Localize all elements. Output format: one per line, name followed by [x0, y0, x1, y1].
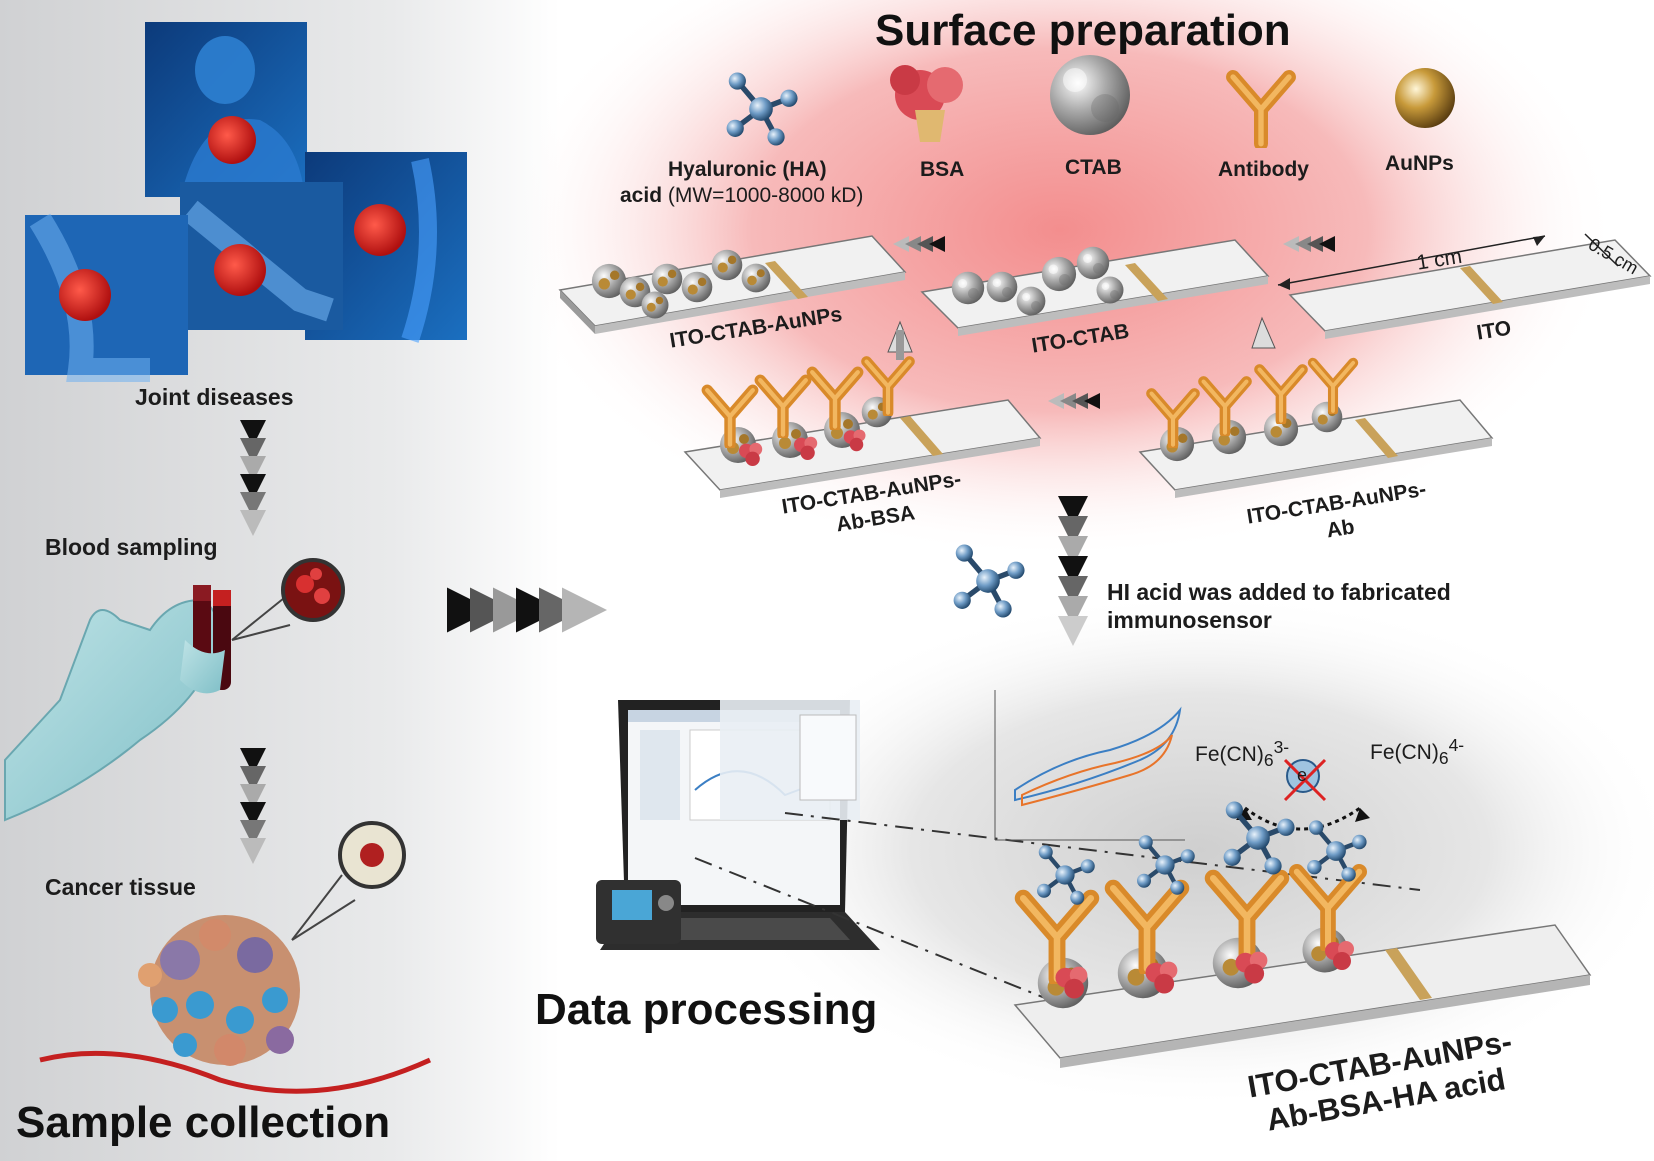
strip-final-immunosensor	[1013, 801, 1592, 1068]
surface-preparation-title: Surface preparation	[875, 6, 1291, 55]
redox-couple-arc	[1236, 758, 1370, 831]
data-processing-title: Data processing	[535, 985, 878, 1034]
sample-collection-title: Sample collection	[16, 1098, 391, 1147]
blood-sample-hand	[4, 558, 345, 822]
ferrocyanide-formula: Fe(CN)	[1370, 741, 1439, 764]
ha-added-note-line2: immunosensor	[1107, 607, 1272, 633]
ha-acid-word: acid	[620, 184, 663, 207]
ferricyanide-sup: 3-	[1273, 737, 1290, 757]
sample-to-processing-arrows	[447, 587, 607, 633]
bsa-label: BSA	[920, 158, 965, 181]
reagent-aunps-icon	[1395, 68, 1455, 128]
ha-label-line2: acid (MW=1000-8000 kD)	[620, 184, 863, 208]
joint-disease-collage	[25, 22, 467, 382]
aunps-label: AuNPs	[1385, 152, 1454, 175]
blood-sampling-label: Blood sampling	[45, 534, 218, 560]
strip-ito-ctab-aunps	[558, 235, 907, 334]
strip-ito-ctab	[920, 239, 1270, 336]
ha-added-note-line1: HI acid was added to fabricated	[1107, 579, 1451, 605]
reagent-ctab-icon	[1050, 55, 1130, 135]
ferrocyanide-label: Fe(CN)64-	[1370, 735, 1464, 769]
antibody-label: Antibody	[1218, 158, 1309, 181]
cv-voltammogram	[994, 690, 1185, 841]
prep-to-ha-arrows	[1058, 496, 1088, 646]
ha-added-note: HI acid was added to fabricated immunose…	[1107, 578, 1451, 634]
ha-mw-range: (MW=1000-8000 kD)	[667, 184, 864, 207]
electron-symbol: e	[1297, 765, 1308, 785]
ha-label-line1: Hyaluronic (HA)	[668, 158, 827, 181]
strip-ito-ctab-aunps-ab-bsa	[683, 320, 1042, 498]
ferrocyanide-sup: 4-	[1448, 735, 1465, 755]
strip-ito-ctab-aunps-ab	[1138, 316, 1494, 498]
ferricyanide-sub: 6	[1263, 750, 1274, 771]
reagent-bsa-icon	[890, 65, 963, 142]
cancer-tissue-cluster	[39, 821, 432, 1094]
ferricyanide-formula: Fe(CN)	[1195, 743, 1264, 766]
laptop-with-software	[596, 700, 880, 950]
joint-diseases-label: Joint diseases	[135, 384, 294, 410]
ctab-label: CTAB	[1065, 156, 1122, 179]
strip-ito	[1277, 233, 1652, 339]
ferricyanide-label: Fe(CN)63-	[1195, 737, 1289, 771]
cancer-tissue-label: Cancer tissue	[45, 874, 196, 900]
laptop-connection-lines	[694, 812, 1421, 1001]
ferrocyanide-sub: 6	[1438, 748, 1449, 769]
